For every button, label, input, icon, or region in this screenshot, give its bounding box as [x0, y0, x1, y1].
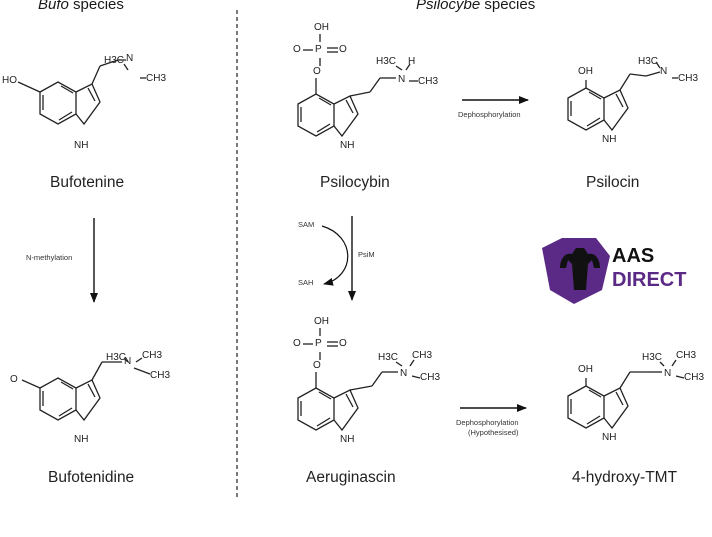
dephosphorylation-hypothesised-label: Dephosphorylation	[456, 418, 519, 427]
bufotenine-nh: NH	[74, 140, 89, 151]
n-methylation-label: N-methylation	[26, 253, 73, 262]
bufotenidine-label: Bufotenidine	[48, 469, 135, 486]
aeruginascin-o-minus: O	[293, 338, 301, 349]
hydroxy-tmt-ch3-top: CH3	[676, 350, 697, 361]
psilocin-oh: OH	[578, 66, 593, 77]
psilocybin-structure	[297, 34, 418, 138]
psilocybin-nh: NH	[340, 140, 355, 151]
psilocybin-o-minus: O	[293, 44, 301, 55]
aeruginascin-nh: NH	[340, 434, 355, 445]
psilocybin-label: Psilocybin	[320, 174, 390, 191]
bufotenine-ho: HO	[2, 75, 17, 86]
aeruginascin-oh: OH	[314, 316, 329, 327]
hydroxy-tmt-ch3-right: CH3	[684, 372, 705, 383]
aas-direct-logo: AAS DIRECT	[542, 238, 686, 304]
logo-line2: DIRECT	[612, 269, 686, 291]
psilocybin-n: N	[398, 74, 406, 85]
aeruginascin-p: P	[315, 338, 322, 349]
bufotenidine-nh: NH	[74, 434, 89, 445]
hydroxy-tmt-oh: OH	[578, 364, 593, 375]
bufotenidine-o-minus: O	[10, 374, 18, 385]
hydroxy-tmt-n: N	[664, 368, 672, 379]
psilocin-n: N	[660, 66, 668, 77]
aeruginascin-h3c: H3C	[378, 352, 399, 363]
sam-to-sah-curve	[321, 225, 349, 286]
bufotenidine-ch3-right: CH3	[150, 370, 171, 381]
bufotenidine-ch3-top: CH3	[142, 350, 163, 361]
bufotenidine-n: N	[124, 356, 132, 367]
hypothesised-note: (Hypothesised)	[468, 428, 519, 437]
psilocybin-oh: OH	[314, 22, 329, 33]
psilocybin-o-ester: O	[313, 66, 321, 77]
aeruginascin-ch3-right: CH3	[420, 372, 441, 383]
sam-label: SAM	[298, 220, 315, 229]
bufotenine-h3c: H3C	[104, 55, 125, 66]
aeruginascin-n: N	[400, 368, 408, 379]
hydroxy-tmt-label: 4-hydroxy-TMT	[572, 469, 678, 486]
dephosphorylation-label: Dephosphorylation	[458, 110, 521, 119]
psilocin-h3c: H3C	[638, 56, 659, 67]
psilocybin-ch3: CH3	[418, 76, 439, 87]
hydroxy-tmt-h3c: H3C	[642, 352, 663, 363]
aeruginascin-o-double: O	[339, 338, 347, 349]
bufotenidine-structure	[21, 357, 151, 422]
bufotenine-structure	[17, 59, 146, 126]
bufo-header: Bufo species	[38, 0, 124, 13]
bodybuilder-icon	[560, 248, 600, 290]
psilocybe-header: Psilocybe species	[416, 0, 536, 13]
aeruginascin-structure	[297, 328, 421, 432]
psilocin-nh: NH	[602, 134, 617, 145]
aeruginascin-label: Aeruginascin	[306, 469, 396, 486]
psilocybin-o-double: O	[339, 44, 347, 55]
psilocybin-h: H	[408, 56, 416, 67]
psilocybin-h3c: H3C	[376, 56, 397, 67]
psilocin-structure	[567, 61, 678, 132]
logo-line1: AAS	[612, 245, 654, 267]
bufotenine-ch3: CH3	[146, 73, 167, 84]
psilocin-label: Psilocin	[586, 174, 640, 191]
bufotenine-label: Bufotenine	[50, 174, 125, 191]
psilocin-ch3: CH3	[678, 73, 699, 84]
hydroxy-tmt-structure	[567, 359, 685, 430]
bufotenine-n: N	[126, 53, 134, 64]
psim-enzyme-label: PsiM	[358, 250, 375, 259]
aeruginascin-ch3-top: CH3	[412, 350, 433, 361]
bufotenidine-h3c: H3C	[106, 352, 127, 363]
aeruginascin-o-ester: O	[313, 360, 321, 371]
sah-label: SAH	[298, 278, 314, 287]
psilocybin-p: P	[315, 44, 322, 55]
hydroxy-tmt-nh: NH	[602, 432, 617, 443]
